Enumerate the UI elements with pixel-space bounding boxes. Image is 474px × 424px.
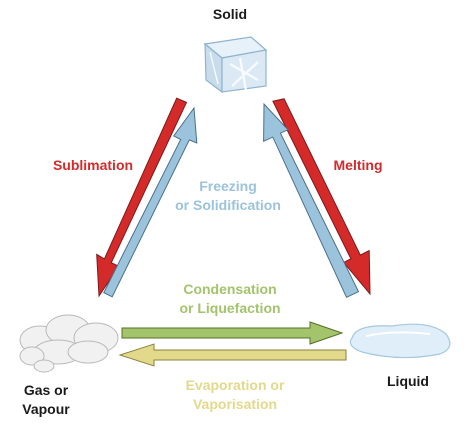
- freezing-label: Freezing or Solidification: [158, 177, 298, 215]
- sublimation-arrow: [96, 97, 188, 298]
- freezing-label-line1: Freezing: [199, 178, 257, 194]
- solid-label: Solid: [212, 6, 248, 22]
- evaporation-arrow: [118, 343, 347, 367]
- solidification-arrow: [263, 102, 360, 298]
- gas-label: Gas or Vapour: [6, 381, 86, 419]
- water-puddle-icon: [349, 323, 451, 359]
- condensation-arrow: [121, 321, 344, 345]
- evaporation-label-line1: Evaporation or: [185, 377, 285, 393]
- gas-label-line2: Vapour: [22, 401, 70, 417]
- evaporation-label: Evaporation or Vaporisation: [160, 376, 310, 414]
- evaporation-label-line2: Vaporisation: [192, 396, 278, 412]
- ice-cube-icon: [203, 36, 268, 94]
- freezing-label-line2: or Solidification: [175, 197, 281, 213]
- sublimation-label: Sublimation: [52, 157, 134, 173]
- liquid-label: Liquid: [387, 373, 429, 389]
- melting-label: Melting: [333, 157, 383, 173]
- condensation-label-line1: Condensation: [183, 281, 277, 297]
- condensation-label: Condensation or Liquefaction: [160, 280, 300, 318]
- gas-label-line1: Gas or: [23, 382, 69, 398]
- freezing-arrow: [103, 106, 198, 298]
- vapour-cloud-icon: [19, 314, 119, 373]
- condensation-label-line2: or Liquefaction: [179, 300, 281, 316]
